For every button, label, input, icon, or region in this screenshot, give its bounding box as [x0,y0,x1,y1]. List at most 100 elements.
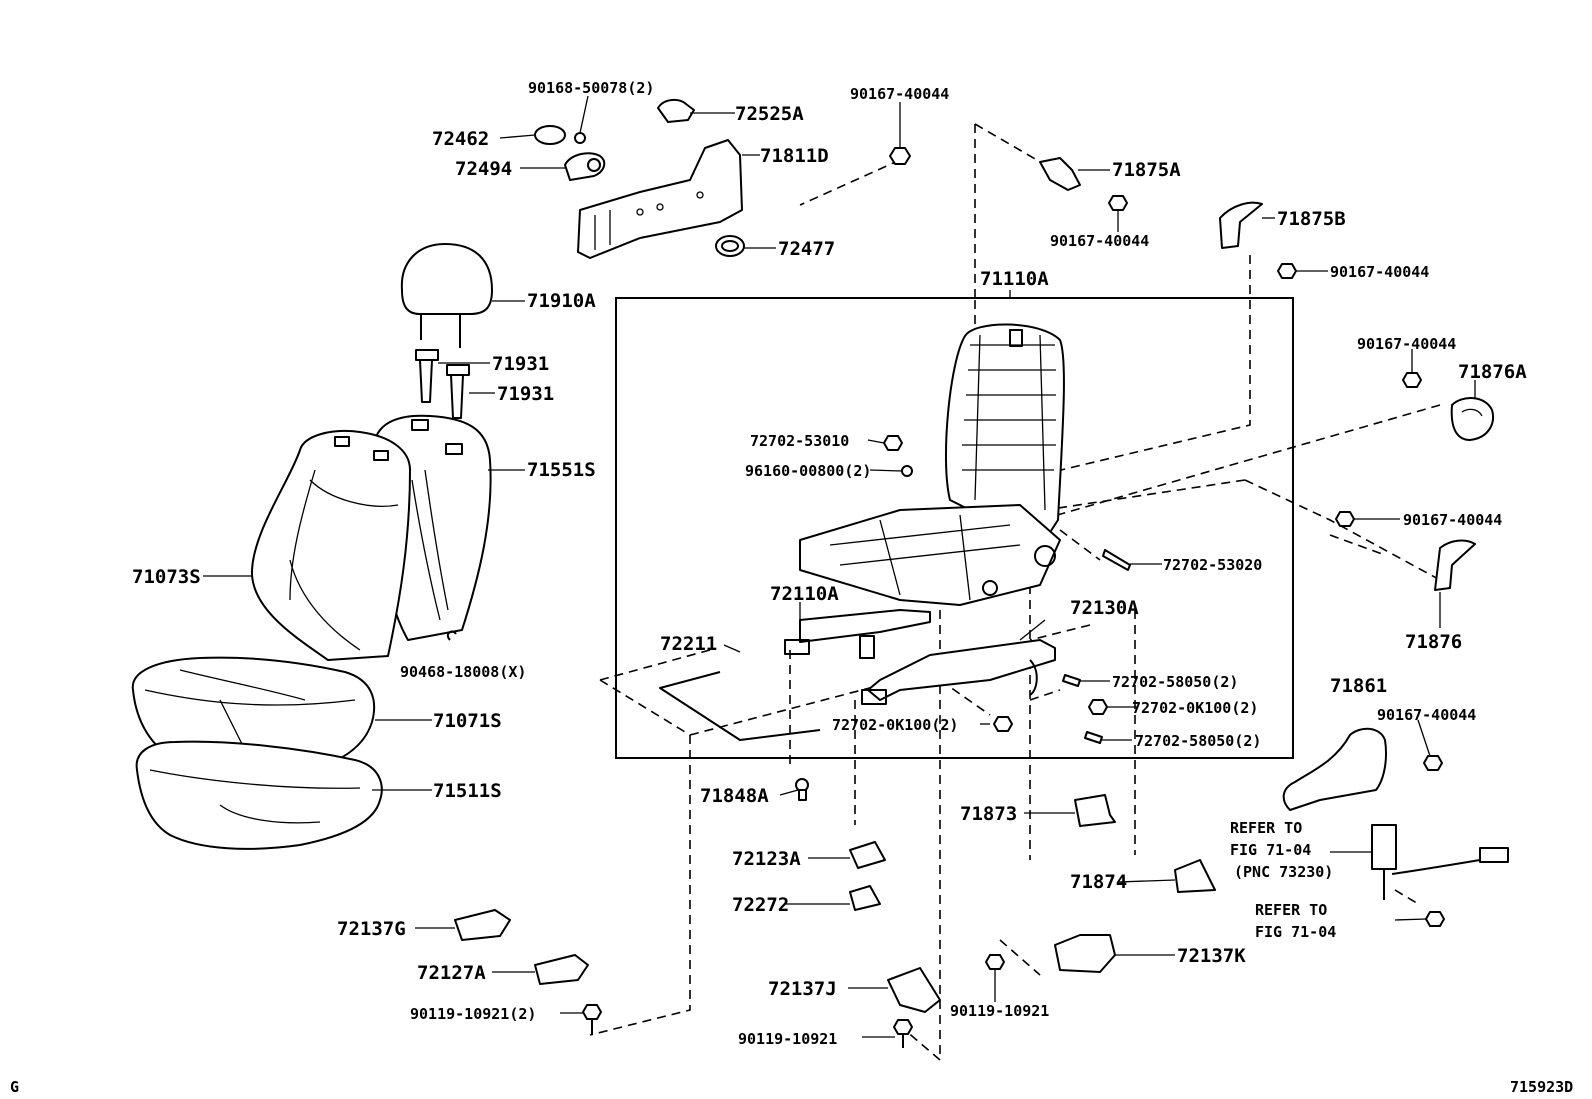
refer-text-2-line1: REFER TO [1255,901,1327,919]
bolt-90167-40044-d[interactable] [1335,511,1355,527]
bracket-71875b[interactable] [1219,201,1263,249]
cover-72272[interactable] [849,885,881,911]
label-72137g: 72137G [337,918,406,940]
label-72702-53010: 72702-53010 [750,432,849,450]
bolt-90167-40044-c[interactable] [1402,372,1422,388]
label-71931-2: 71931 [497,383,554,405]
bracket-71874[interactable] [1174,859,1216,893]
corner-label-left: G [10,1078,19,1096]
recliner-cover-71811d[interactable] [577,139,743,259]
bolt-72702-53010[interactable] [883,435,903,451]
bracket-71875a[interactable] [1039,157,1081,191]
bolt-90119-10921-b[interactable] [893,1019,913,1048]
label-72702-0k100-b: 72702-0K100(2) [832,716,958,734]
label-72123a: 72123A [732,848,801,870]
nut-buckle[interactable] [1425,911,1445,927]
label-96160-00800: 96160-00800(2) [745,462,871,480]
label-71876a: 71876A [1458,361,1527,383]
label-90167-40044-top: 90167-40044 [850,85,949,103]
leader-lines [203,95,1476,1038]
label-71861: 71861 [1330,675,1387,697]
label-72702-0k100-a: 72702-0K100(2) [1132,699,1258,717]
seat-frame-71110a[interactable] [799,323,1065,606]
label-72137j: 72137J [768,978,837,1000]
bolt-90167-40044-b[interactable] [1277,263,1297,279]
cover-72137g[interactable] [454,909,511,941]
label-90167-40044-c: 90167-40044 [1357,335,1456,353]
label-72702-58050-a: 72702-58050(2) [1112,673,1238,691]
label-72272: 72272 [732,894,789,916]
label-71110a: 71110A [980,268,1049,290]
cover-72123a[interactable] [849,841,886,869]
cover-71861[interactable] [1282,727,1387,811]
bolt-90167-40044-a[interactable] [1108,195,1128,211]
label-72127a: 72127A [417,962,486,984]
label-72211: 72211 [660,633,717,655]
bolt-90167-40044-e[interactable] [1423,755,1443,771]
bracket-71876[interactable] [1434,539,1476,591]
label-71876: 71876 [1405,631,1462,653]
label-71931-1: 71931 [492,353,549,375]
seat-cushion-pad-71511s[interactable] [135,740,383,850]
label-71811d: 71811D [760,145,829,167]
label-72702-58050-b: 72702-58050(2) [1135,732,1261,750]
label-90167-40044-b: 90167-40044 [1330,263,1429,281]
seat-belt-buckle[interactable] [1371,824,1509,900]
label-90468-18008: 90468-18008(X) [400,663,526,681]
bolt-72702-0k100-b[interactable] [993,716,1013,732]
label-71875b: 71875B [1277,208,1346,230]
bolt-72702-0k100-a[interactable] [1088,699,1108,715]
label-90168-50078: 90168-50078(2) [528,79,654,97]
headrest-71910a[interactable] [400,243,493,348]
label-71848a: 71848A [700,785,769,807]
label-72130a: 72130A [1070,597,1139,619]
refer-text-1-line1: REFER TO [1230,819,1302,837]
cover-72127a[interactable] [534,954,589,985]
cap-72462[interactable] [534,125,566,145]
bolt-90119-10921-a[interactable] [582,1004,602,1035]
headrest-guide-71931-b[interactable] [446,364,470,419]
spring-72477[interactable] [715,235,745,257]
refer-text-1-line3: (PNC 73230) [1234,863,1333,881]
label-71910a: 71910A [527,290,596,312]
label-90119-10921-a: 90119-10921(2) [410,1005,536,1023]
headrest-guide-71931-a[interactable] [415,349,439,403]
seat-rail-72110a[interactable] [784,609,931,659]
refer-text-1-line2: FIG 71-04 [1230,841,1311,859]
label-72462: 72462 [432,128,489,150]
bracket-71873[interactable] [1074,794,1116,827]
label-72702-53020: 72702-53020 [1163,556,1262,574]
label-90167-40044-a: 90167-40044 [1050,232,1149,250]
label-71073s: 71073S [132,566,201,588]
bolt-72702-53020[interactable] [1102,549,1131,571]
label-90167-40044-e: 90167-40044 [1377,706,1476,724]
label-71551s: 71551S [527,459,596,481]
screw-90168-50078[interactable] [574,132,586,144]
bolt-90119-10921-c[interactable] [985,954,1005,970]
cover-71876a[interactable] [1450,397,1494,441]
bolt-72702-58050-a[interactable] [1062,674,1081,687]
label-71873: 71873 [960,803,1017,825]
bolt-72702-58050-b[interactable] [1084,731,1103,744]
recliner-knob-72494[interactable] [564,152,606,181]
seat-rail-72130a[interactable] [861,639,1056,705]
part-labels: 90168-50078(2) 72525A 90167-40044 72462 … [10,79,1573,1096]
nut-96160-00800[interactable] [901,465,913,477]
bolt-90167-40044-top[interactable] [889,147,911,165]
label-72525a: 72525A [735,103,804,125]
cover-72137j[interactable] [887,967,941,1013]
wire-72211[interactable] [659,671,821,741]
clip-90468-18008[interactable] [446,630,457,641]
refer-text-2-line2: FIG 71-04 [1255,923,1336,941]
seat-frame-group-box [615,297,1294,759]
label-72110a: 72110A [770,583,839,605]
label-71874: 71874 [1070,871,1127,893]
lever-72525a[interactable] [657,98,695,123]
figure-number: 715923D [1510,1078,1573,1096]
label-90119-10921-b: 90119-10921 [950,1002,1049,1020]
seatback-cover-71073s[interactable] [250,430,411,661]
pin-71848a[interactable] [795,778,809,801]
label-72477: 72477 [778,238,835,260]
cover-72137k[interactable] [1054,934,1116,973]
